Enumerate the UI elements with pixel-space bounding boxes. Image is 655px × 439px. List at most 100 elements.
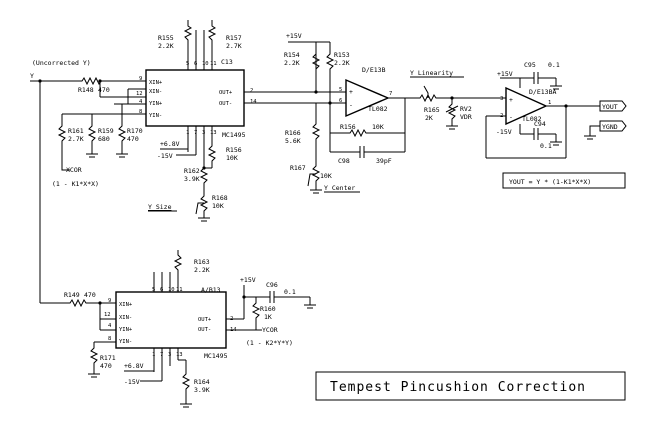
- title: Tempest Pincushion Correction: [330, 380, 586, 395]
- opamp-d-e13b: 5 6 7 D/E13B TL082 + -: [339, 66, 392, 118]
- svg-text:YIN+: YIN+: [119, 327, 133, 333]
- svg-text:10K: 10K: [320, 172, 332, 180]
- pot-r165: R165 2K: [414, 85, 452, 122]
- svg-text:R153: R153: [334, 51, 350, 59]
- svg-text:470: 470: [98, 86, 110, 94]
- svg-text:R171: R171: [100, 354, 116, 362]
- svg-text:2.7K: 2.7K: [226, 42, 242, 50]
- svg-text:VDR: VDR: [460, 113, 472, 121]
- svg-text:10K: 10K: [226, 154, 238, 162]
- svg-text:YIN+: YIN+: [149, 101, 163, 107]
- svg-text:R156: R156: [226, 146, 242, 154]
- resistor-r153: R153 2.2K: [325, 42, 350, 103]
- svg-text:9: 9: [108, 298, 111, 304]
- svg-text:8: 8: [108, 336, 111, 342]
- svg-text:9: 9: [139, 76, 142, 82]
- svg-text:5: 5: [152, 287, 155, 293]
- svg-text:XIN+: XIN+: [149, 80, 163, 86]
- svg-text:R159: R159: [98, 127, 114, 135]
- svg-text:3: 3: [168, 352, 171, 358]
- capacitor-c94: C94 0.1: [520, 120, 562, 150]
- resistor-r157: R157 2.7K: [207, 20, 242, 52]
- resistor-r164: R164 3.9K: [169, 359, 210, 408]
- svg-text:3: 3: [500, 96, 503, 102]
- svg-text:2.2K: 2.2K: [334, 59, 350, 67]
- svg-text:4: 4: [139, 99, 143, 105]
- y-size-label: Y Size: [148, 203, 172, 211]
- svg-text:R170: R170: [127, 127, 143, 135]
- rail-n15-right: -15V: [496, 128, 512, 136]
- svg-text:A/B13: A/B13: [201, 286, 221, 294]
- svg-text:0.1: 0.1: [540, 142, 552, 150]
- svg-text:4: 4: [108, 323, 112, 329]
- resistor-r160: R160 1K: [251, 297, 276, 330]
- svg-text:6: 6: [160, 287, 163, 293]
- capacitor-c95: C95 0.1: [520, 61, 562, 90]
- rail-p68-bottom: +6.8V: [124, 362, 144, 370]
- svg-text:YIN-: YIN-: [119, 339, 132, 345]
- resistor-r163: R163 2.2K: [153, 250, 210, 280]
- svg-text:2: 2: [250, 88, 253, 94]
- svg-text:0.1: 0.1: [284, 288, 296, 296]
- svg-text:5.6K: 5.6K: [285, 137, 301, 145]
- yout-connector: YOUT: [599, 100, 627, 112]
- svg-text:YOUT: YOUT: [602, 103, 618, 111]
- title-block: Tempest Pincushion Correction: [315, 371, 626, 401]
- pot-r168: R168 10K: [195, 190, 228, 222]
- svg-text:+: +: [509, 96, 513, 104]
- vdr-rv2: RV2 VDR: [445, 98, 472, 130]
- svg-text:1K: 1K: [264, 313, 272, 321]
- svg-text:13: 13: [210, 130, 217, 136]
- svg-text:5: 5: [339, 87, 342, 93]
- svg-text:R156: R156: [340, 123, 356, 131]
- svg-text:7: 7: [389, 91, 392, 97]
- resistor-r148: R148 470: [64, 76, 130, 94]
- svg-text:R154: R154: [284, 51, 300, 59]
- svg-text:R167: R167: [290, 164, 306, 172]
- opamp-d-e13ba: 3 2 1 D/E13BA TL082 + -: [500, 86, 556, 126]
- svg-text:5: 5: [186, 61, 189, 67]
- svg-text:C95: C95: [524, 61, 536, 69]
- svg-text:R166: R166: [285, 129, 301, 137]
- svg-text:R160: R160: [260, 305, 276, 313]
- resistor-r149: R149 470: [60, 291, 116, 308]
- rail-p15-mid: +15V: [286, 32, 302, 40]
- resistor-r159: R159 680: [86, 114, 114, 158]
- svg-text:C94: C94: [534, 120, 546, 128]
- svg-text:470: 470: [100, 362, 112, 370]
- svg-text:7: 7: [160, 352, 163, 358]
- ycor-formula: (1 - K2*Y*Y): [246, 339, 293, 347]
- svg-text:3.9K: 3.9K: [184, 175, 200, 183]
- resistor-r161: R161 2.7K: [57, 114, 84, 171]
- svg-text:TL082: TL082: [522, 115, 542, 123]
- svg-text:3.9K: 3.9K: [194, 386, 210, 394]
- multiplier-ab13: XIN+ XIN- YIN+ YIN- OUT+ OUT- A/B13 MC14…: [104, 280, 237, 372]
- svg-text:YIN-: YIN-: [149, 113, 162, 119]
- svg-text:R149: R149: [64, 291, 80, 299]
- svg-text:OUT-: OUT-: [219, 101, 232, 107]
- y-input-label: Y: [30, 72, 34, 80]
- resistor-r155: R155 2.2K: [158, 20, 193, 52]
- svg-text:12: 12: [136, 91, 143, 97]
- svg-text:R168: R168: [212, 194, 228, 202]
- xcor-label: XCOR: [66, 166, 82, 174]
- svg-text:-: -: [349, 101, 353, 109]
- svg-text:11: 11: [176, 287, 183, 293]
- svg-text:OUT-: OUT-: [198, 327, 211, 333]
- svg-text:R157: R157: [226, 34, 242, 42]
- svg-text:OUT+: OUT+: [219, 90, 233, 96]
- resistor-r158-feedback: R156 10K: [329, 103, 398, 138]
- svg-text:2.7K: 2.7K: [68, 135, 84, 143]
- resistor-r154: R154 2.2K: [284, 51, 321, 70]
- svg-text:R163: R163: [194, 258, 210, 266]
- svg-text:2.2K: 2.2K: [284, 59, 300, 67]
- svg-text:10K: 10K: [212, 202, 224, 210]
- svg-text:1: 1: [548, 100, 551, 106]
- svg-text:14: 14: [250, 99, 257, 105]
- svg-text:R155: R155: [158, 34, 174, 42]
- svg-text:D/E13BA: D/E13BA: [529, 88, 556, 96]
- svg-text:YGND: YGND: [602, 123, 618, 131]
- svg-text:8: 8: [139, 109, 142, 115]
- svg-text:OUT+: OUT+: [198, 317, 212, 323]
